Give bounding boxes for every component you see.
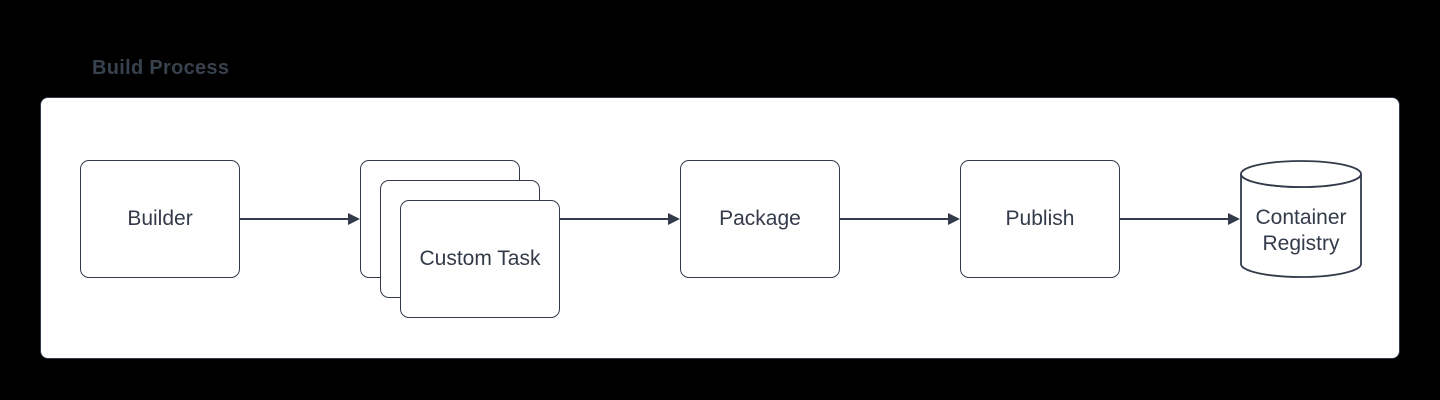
node-label: Custom Task [419, 247, 541, 270]
connector-line [240, 218, 348, 220]
arrowhead-icon [1228, 213, 1240, 225]
node-label-line2: Registry [1262, 232, 1340, 255]
node-publish[interactable]: Publish [960, 160, 1120, 278]
node-label: Package [719, 207, 801, 230]
node-label: Container Registry [1240, 205, 1362, 257]
connector-line [560, 218, 668, 220]
arrowhead-icon [948, 213, 960, 225]
node-label: Builder [127, 207, 193, 230]
node-label-line1: Container [1255, 206, 1347, 229]
cylinder-shape-icon [1240, 160, 1362, 278]
diagram-title: Build Process [92, 57, 230, 79]
node-package[interactable]: Package [680, 160, 840, 278]
connector-line [840, 218, 948, 220]
arrowhead-icon [668, 213, 680, 225]
node-container-registry[interactable]: Container Registry [1240, 160, 1362, 278]
node-custom-task[interactable]: Custom Task [400, 200, 560, 318]
connector-line [1120, 218, 1228, 220]
node-builder[interactable]: Builder [80, 160, 240, 278]
node-label: Publish [1005, 207, 1075, 230]
arrowhead-icon [348, 213, 360, 225]
